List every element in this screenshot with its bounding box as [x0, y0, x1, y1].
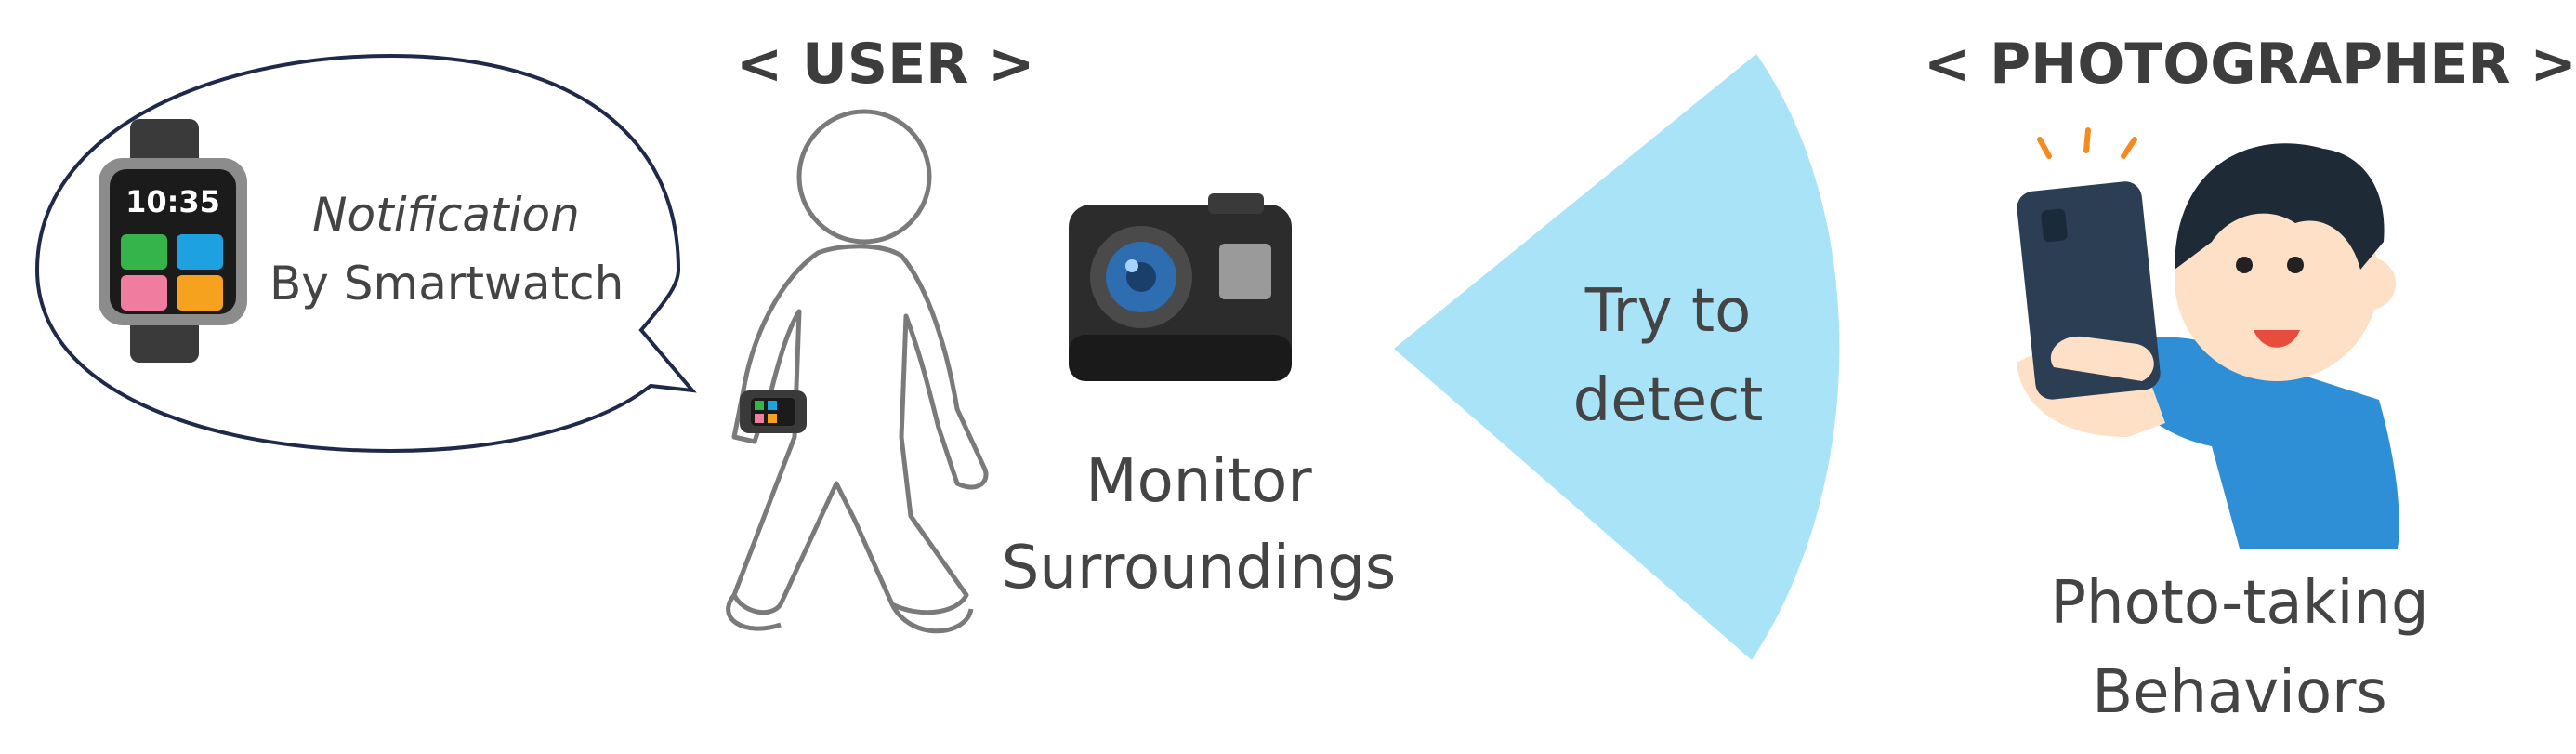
detect-caption-line2: detect [1572, 366, 1764, 435]
camera-icon [1069, 193, 1292, 381]
detect-caption-line1: Try to [1584, 277, 1752, 346]
bubble-smartwatch-text: By Smartwatch [269, 257, 624, 311]
speech-bubble [34, 53, 697, 454]
wrist-watch-icon [740, 390, 807, 433]
photographer-caption-line2: Behaviors [2092, 658, 2387, 727]
user-figure [726, 109, 989, 634]
camera-caption-line1: Monitor [1085, 447, 1312, 516]
photographer-caption-line1: Photo-taking [2050, 569, 2429, 638]
watch-time: 10:35 [125, 184, 220, 219]
smartwatch-icon [99, 119, 247, 363]
photographer-figure [2017, 127, 2399, 549]
bubble-notification-text: Notification [312, 188, 580, 242]
detection-cone [1394, 54, 1840, 660]
camera-caption-line2: Surroundings [1001, 534, 1397, 602]
user-heading: < USER > [736, 32, 1035, 97]
photographer-heading: < PHOTOGRAPHER > [1924, 32, 2576, 97]
